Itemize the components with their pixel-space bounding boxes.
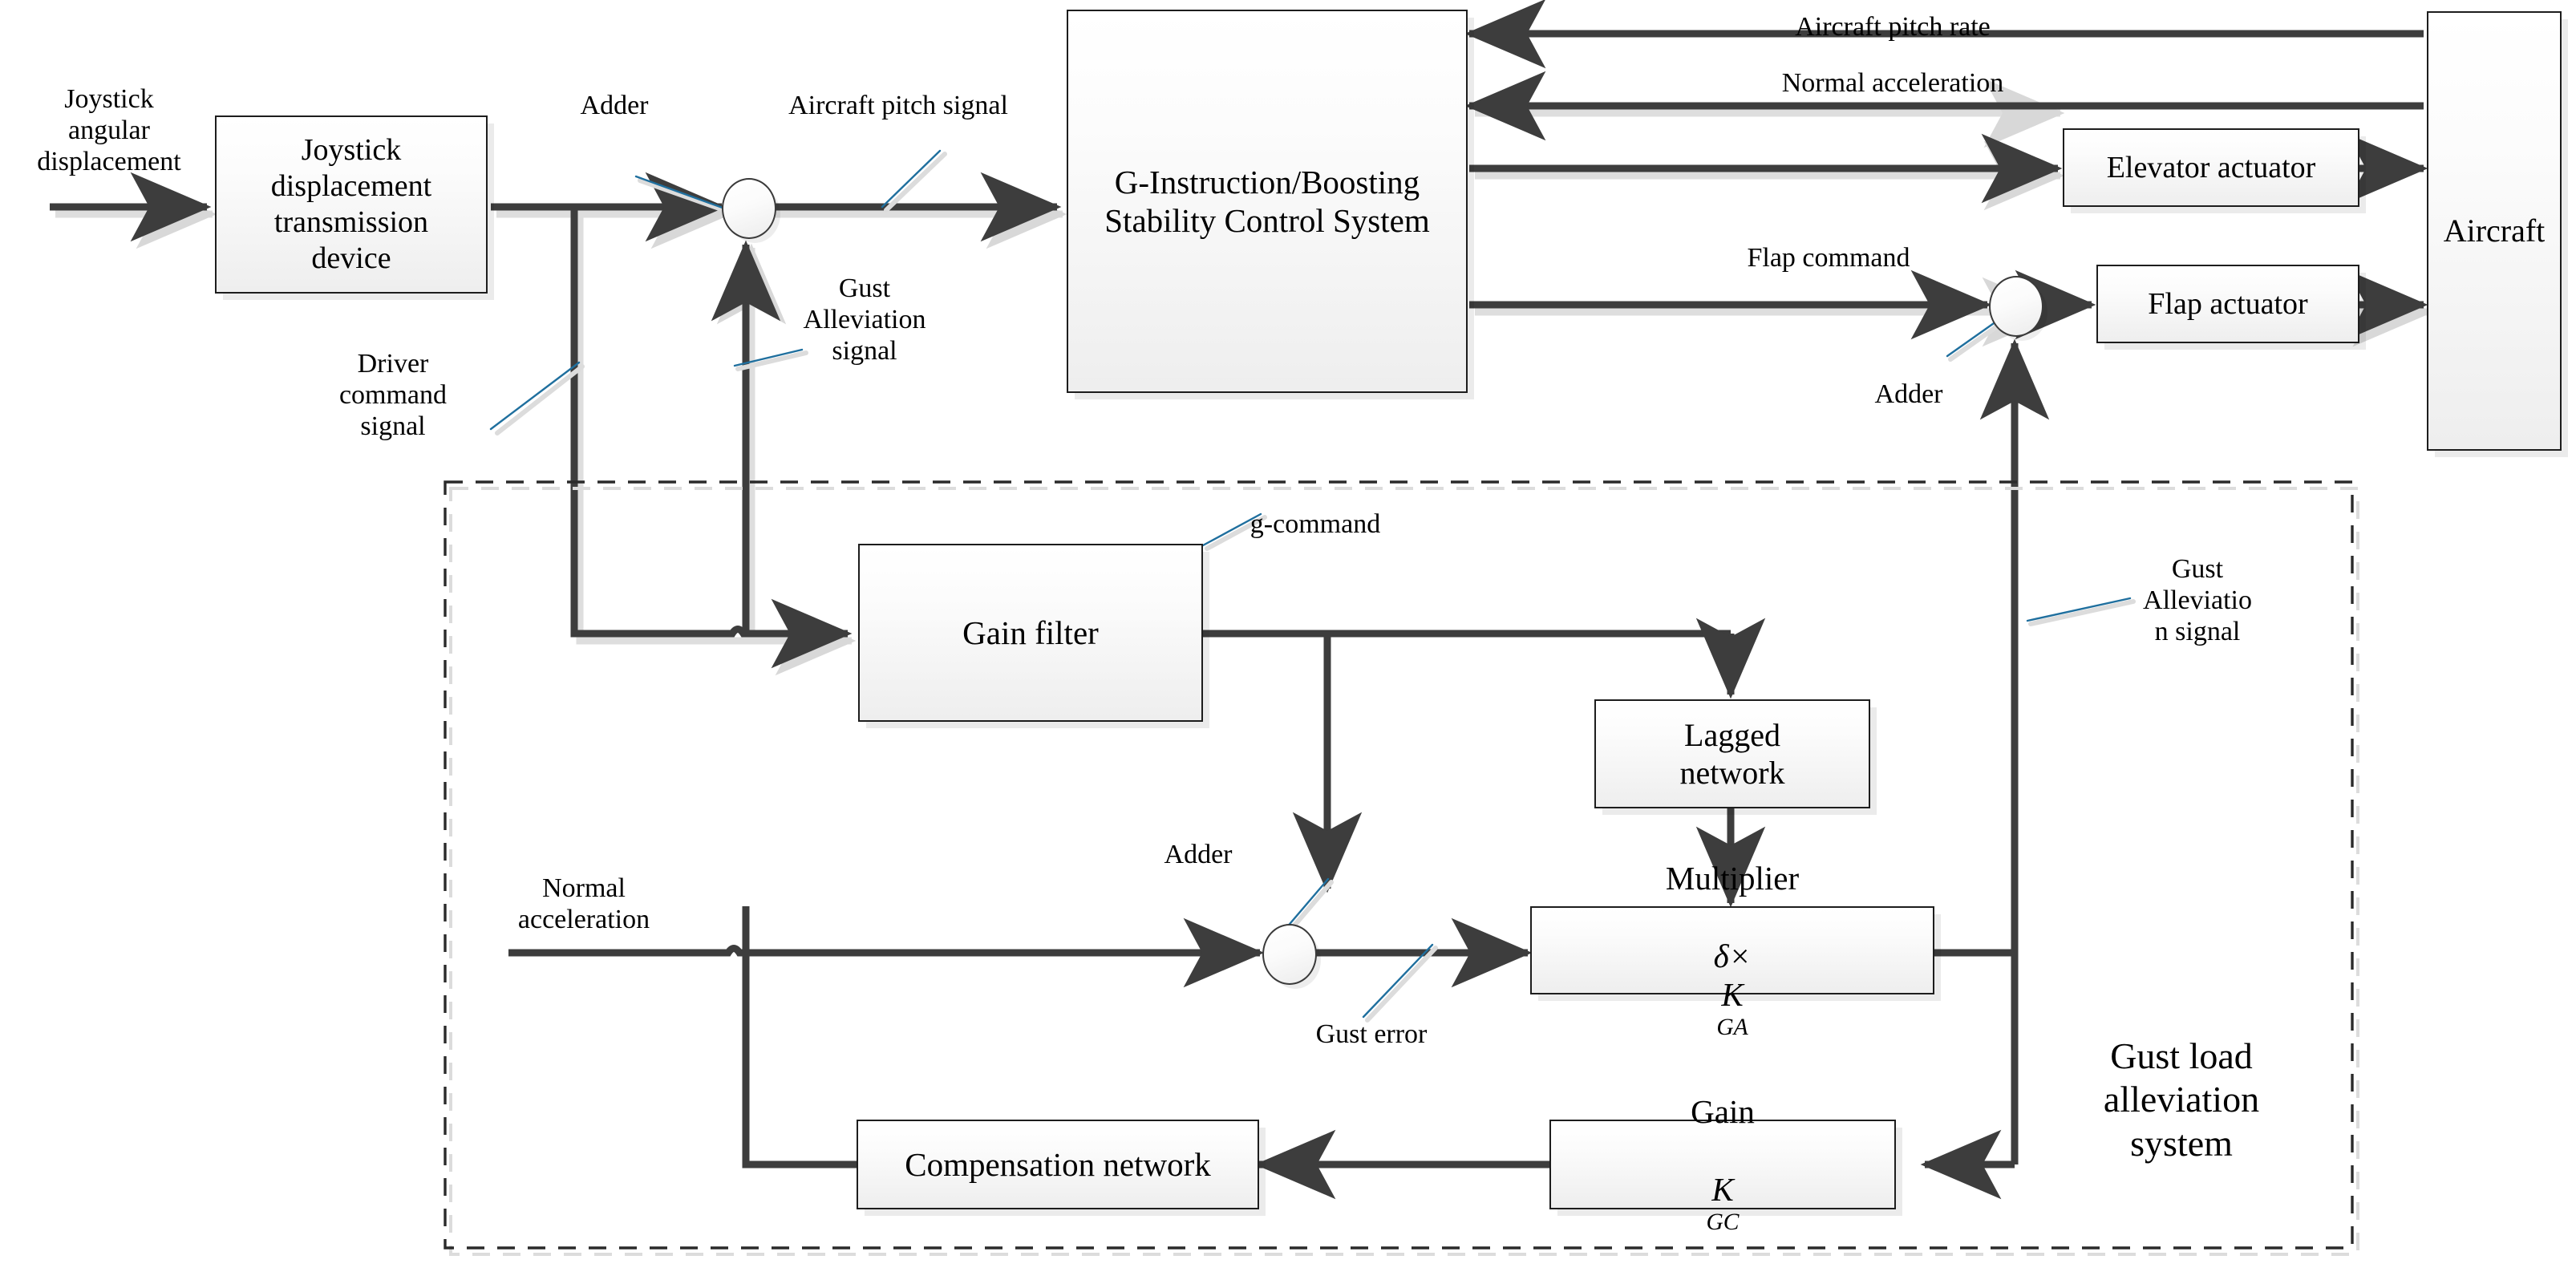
label-normal-acceleration-bottom: Normal acceleration bbox=[517, 873, 650, 935]
block-aircraft-label: Aircraft bbox=[2443, 213, 2546, 249]
block-multiplier-symbol: δ× bbox=[1713, 937, 1752, 974]
label-gust-alleviation-signal-right: Gust Alleviatio n signal bbox=[2143, 554, 2252, 647]
block-flap-actuator[interactable]: Flap actuator bbox=[2096, 265, 2359, 343]
block-gain-kgc-label: Gain bbox=[1691, 1093, 1755, 1131]
block-gain-kgc-gain-subscript: GC bbox=[1706, 1209, 1740, 1236]
block-control-system[interactable]: G-Instruction/Boosting Stability Control… bbox=[1067, 10, 1468, 393]
block-lagged-network-label: Lagged network bbox=[1679, 716, 1785, 791]
block-elevator-actuator-label: Elevator actuator bbox=[2106, 150, 2316, 184]
label-flap-command: Flap command bbox=[1747, 243, 1910, 273]
block-lagged-network[interactable]: Lagged network bbox=[1594, 699, 1870, 808]
label-driver-command-signal: Driver command signal bbox=[338, 349, 448, 442]
gust-system-boundary bbox=[444, 480, 2354, 1250]
label-normal-acceleration-top: Normal acceleration bbox=[1781, 68, 2004, 98]
block-multiplier-label: Multiplier bbox=[1665, 859, 1800, 897]
label-gust-error: Gust error bbox=[1315, 1019, 1428, 1049]
label-joystick-angular-displacement: Joystick angular displacement bbox=[37, 84, 181, 177]
label-adder-gust: Adder bbox=[1164, 840, 1233, 869]
label-aircraft-pitch-rate: Aircraft pitch rate bbox=[1795, 12, 1991, 42]
block-elevator-actuator[interactable]: Elevator actuator bbox=[2063, 128, 2359, 207]
label-g-command: g-command bbox=[1250, 509, 1381, 539]
block-compensation-network[interactable]: Compensation network bbox=[857, 1120, 1259, 1209]
gust-system-boundary-shadow bbox=[449, 487, 2359, 1256]
adder-gust-node[interactable] bbox=[1262, 924, 1317, 985]
block-gain-filter-label: Gain filter bbox=[962, 614, 1099, 651]
block-multiplier-gain-subscript: GA bbox=[1716, 1015, 1748, 1041]
block-gain-filter[interactable]: Gain filter bbox=[858, 544, 1203, 722]
label-gust-alleviation-signal-left: Gust Alleviation signal bbox=[803, 273, 926, 367]
label-gust-load-alleviation-system: Gust load alleviation system bbox=[2103, 1035, 2260, 1164]
block-compensation-network-label: Compensation network bbox=[905, 1145, 1211, 1183]
adder-pitch-node[interactable] bbox=[722, 178, 776, 239]
block-control-system-label: G-Instruction/Boosting Stability Control… bbox=[1104, 163, 1430, 239]
block-flap-actuator-label: Flap actuator bbox=[2148, 286, 2308, 321]
adder-flap-node[interactable] bbox=[1989, 276, 2043, 337]
label-adder-flap: Adder bbox=[1874, 379, 1943, 409]
label-adder-pitch: Adder bbox=[580, 91, 649, 120]
block-gain-kgc-gain: K bbox=[1711, 1170, 1734, 1208]
block-joystick-transmission-label: Joystick displacement transmission devic… bbox=[270, 133, 432, 275]
block-aircraft[interactable]: Aircraft bbox=[2427, 11, 2562, 451]
label-aircraft-pitch-signal: Aircraft pitch signal bbox=[788, 91, 1008, 120]
block-multiplier-gain: K bbox=[1721, 975, 1744, 1013]
block-joystick-transmission[interactable]: Joystick displacement transmission devic… bbox=[215, 115, 488, 294]
